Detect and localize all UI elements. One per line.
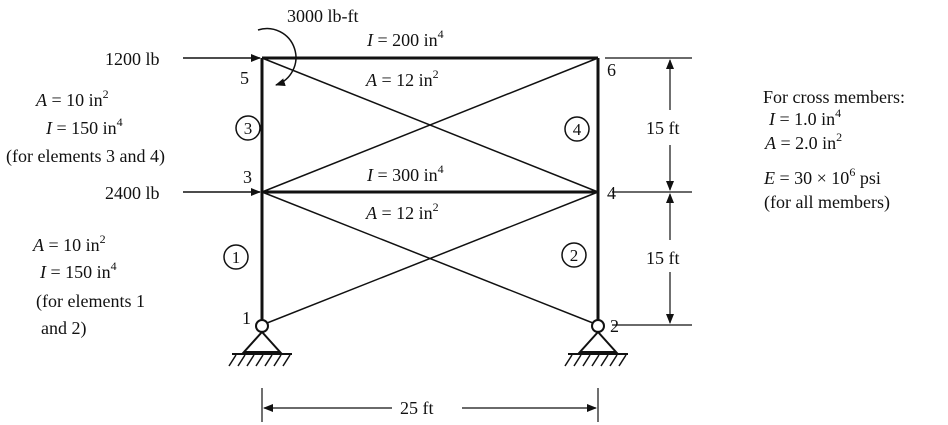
modulus-value: E = 30 × 106 psi: [763, 165, 881, 188]
top-beam-area: A = 12 in2: [365, 67, 439, 90]
node-3-label: 3: [243, 167, 252, 187]
moment-label: 3000 lb-ft: [287, 6, 359, 26]
span-dimension: [261, 388, 599, 422]
node-6-label: 6: [607, 60, 616, 80]
top-force-label: 1200 lb: [105, 49, 160, 69]
node-2-label: 2: [610, 316, 619, 336]
lower-columns-note-line2: and 2): [41, 318, 86, 339]
element-2-number: 2: [570, 246, 579, 265]
moment-arrow: [257, 27, 297, 86]
height-dimension: [605, 57, 692, 326]
cross-members-inertia: I = 1.0 in4: [768, 106, 841, 129]
element-1-number: 1: [232, 248, 241, 267]
cross-members-title: For cross members:: [763, 87, 905, 107]
element-1-badge: 1: [223, 244, 249, 270]
upper-columns-area: A = 10 in2: [35, 87, 109, 110]
node-5-label: 5: [240, 68, 249, 88]
support-left: [228, 319, 292, 367]
node-1-label: 1: [242, 308, 251, 328]
upper-columns-note: (for elements 3 and 4): [6, 146, 165, 167]
mid-beam-area: A = 12 in2: [365, 200, 439, 223]
cross-members-area: A = 2.0 in2: [764, 130, 842, 153]
node-4-label: 4: [607, 183, 616, 203]
element-4-number: 4: [573, 120, 582, 139]
frame-members: [260, 56, 600, 326]
element-3-badge: 3: [235, 115, 261, 141]
upper-columns-inertia: I = 150 in4: [45, 115, 123, 138]
lower-columns-area: A = 10 in2: [32, 232, 106, 255]
lower-columns-note-line1: (for elements 1: [36, 291, 145, 312]
top-beam-inertia: I = 200 in4: [366, 27, 444, 50]
cross-member: [261, 57, 599, 193]
lower-height-label: 15 ft: [646, 248, 680, 268]
upper-height-label: 15 ft: [646, 118, 680, 138]
lower-columns-inertia: I = 150 in4: [39, 259, 117, 282]
support-right: [564, 319, 628, 367]
modulus-note: (for all members): [764, 192, 890, 213]
element-2-badge: 2: [561, 242, 587, 268]
element-4-badge: 4: [564, 116, 590, 142]
span-label: 25 ft: [400, 398, 434, 418]
element-3-number: 3: [244, 119, 253, 138]
mid-force-label: 2400 lb: [105, 183, 160, 203]
mid-beam-inertia: I = 300 in4: [366, 162, 444, 185]
cross-member: [261, 191, 599, 326]
